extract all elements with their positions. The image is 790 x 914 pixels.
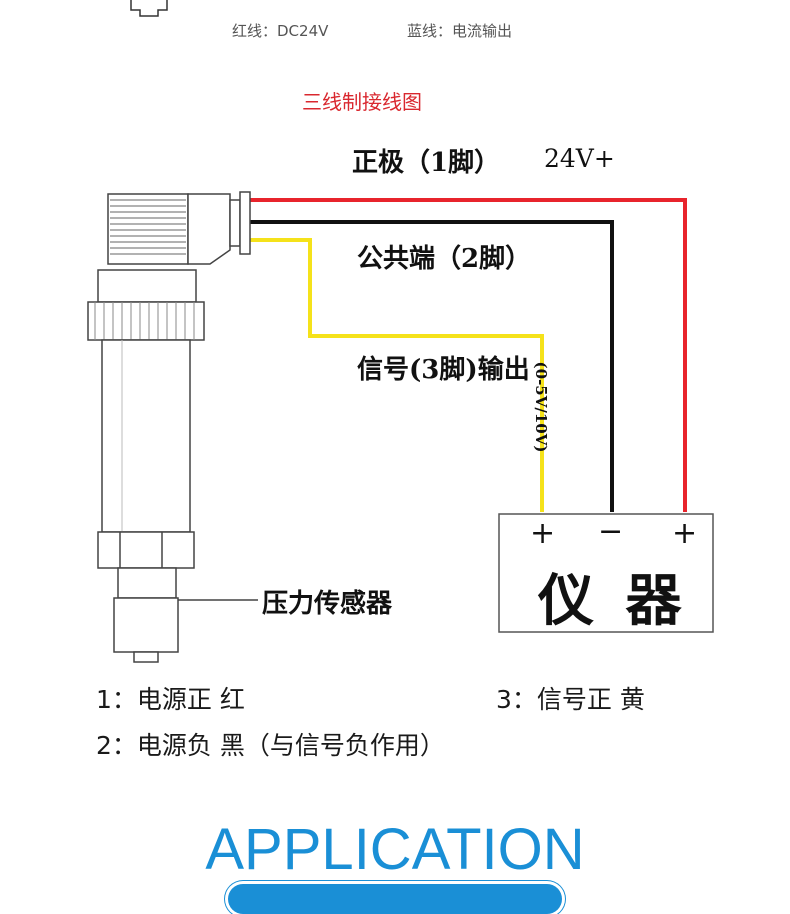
blue-wire-note: 蓝线：电流输出 [407,22,513,40]
red-wire [250,198,687,512]
instrument-box [498,513,714,633]
sensor-label: 压力传感器 [262,589,393,619]
common-label: 公共端（2脚） [357,244,532,274]
legend-item-3: 3：信号正 黄 [496,685,645,714]
black-wire [250,220,614,512]
instrument-label: 仪 器 [538,568,688,634]
pressure-sensor-drawing [87,191,251,663]
terminal-plus-right: + [672,516,698,551]
signal-range-label: (0-5V/10V) [532,361,550,453]
red-wire-note: 红线：DC24V [232,22,329,40]
top-sensor-fragment [130,0,168,17]
legend-item-2: 2：电源负 黑（与信号负作用） [96,731,445,760]
signal-label: 信号(3脚)输出 [357,355,530,385]
terminal-minus: − [598,514,624,549]
voltage-label: 24V+ [544,144,615,173]
positive-label: 正极（1脚） [352,148,501,178]
section-title: 三线制接线图 [302,90,422,114]
terminal-plus-left: + [530,516,556,551]
bottom-banner-fragment [228,884,562,914]
application-title: APPLICATION [205,817,585,882]
legend-item-1: 1：电源正 红 [96,685,245,714]
yellow-wire [250,238,544,512]
